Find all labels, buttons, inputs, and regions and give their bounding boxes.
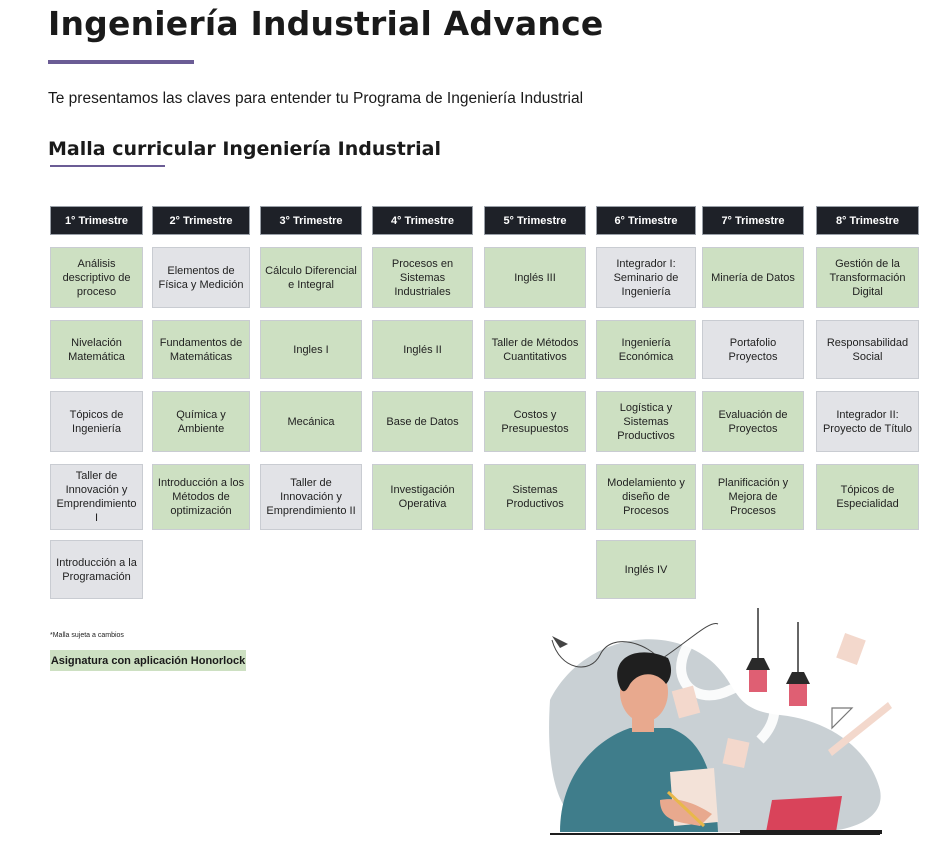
term-header-6: 6° Trimestre xyxy=(596,206,696,235)
pencil-icon xyxy=(666,790,706,828)
term-header-1: 1° Trimestre xyxy=(50,206,143,235)
course-cell: Logística y Sistemas Productivos xyxy=(596,391,696,452)
course-cell: Modelamiento y diseño de Procesos xyxy=(596,464,696,530)
paper-icon xyxy=(722,737,750,769)
course-cell: Introducción a la Programación xyxy=(50,540,143,599)
lamp-icon xyxy=(786,672,810,684)
term-header-7: 7° Trimestre xyxy=(702,206,804,235)
swirl-line xyxy=(676,626,780,744)
course-cell: Sistemas Productivos xyxy=(484,464,586,530)
course-cell: Investigación Operativa xyxy=(372,464,473,530)
triangle-icon xyxy=(831,707,854,730)
section-title: Malla curricular Ingeniería Industrial xyxy=(48,138,441,160)
term-header-3: 3° Trimestre xyxy=(260,206,362,235)
title-underline xyxy=(48,60,194,64)
course-cell: Base de Datos xyxy=(372,391,473,452)
paper-icon xyxy=(836,633,866,665)
laptop-icon xyxy=(766,796,842,832)
course-cell: Cálculo Diferencial e Integral xyxy=(260,247,362,308)
course-cell: Elementos de Física y Medición xyxy=(152,247,250,308)
course-cell: Taller de Métodos Cuantitativos xyxy=(484,320,586,379)
course-cell: Mecánica xyxy=(260,391,362,452)
section-underline xyxy=(50,165,165,167)
course-cell: Ingeniería Económica xyxy=(596,320,696,379)
course-cell: Portafolio Proyectos xyxy=(702,320,804,379)
course-cell: Fundamentos de Matemáticas xyxy=(152,320,250,379)
course-cell: Integrador II: Proyecto de Título xyxy=(816,391,919,452)
course-cell: Procesos en Sistemas Industriales xyxy=(372,247,473,308)
course-cell: Introducción a los Métodos de optimizaci… xyxy=(152,464,250,530)
student-studying-illustration xyxy=(549,608,892,835)
page-title: Ingeniería Industrial Advance xyxy=(48,4,604,43)
course-cell: Minería de Datos xyxy=(702,247,804,308)
term-header-5: 5° Trimestre xyxy=(484,206,586,235)
course-cell: Evaluación de Proyectos xyxy=(702,391,804,452)
course-cell: Integrador I: Seminario de Ingeniería xyxy=(596,247,696,308)
term-header-2: 2° Trimestre xyxy=(152,206,250,235)
ruler-icon xyxy=(828,702,892,756)
squiggle-line xyxy=(551,623,719,668)
course-cell: Responsabilidad Social xyxy=(816,320,919,379)
term-header-4: 4° Trimestre xyxy=(372,206,473,235)
course-cell: Nivelación Matemática xyxy=(50,320,143,379)
course-cell: Química y Ambiente xyxy=(152,391,250,452)
course-cell: Taller de Innovación y Emprendimiento II xyxy=(260,464,362,530)
course-cell: Inglés IV xyxy=(596,540,696,599)
course-cell: Inglés II xyxy=(372,320,473,379)
footnote: *Malla sujeta a cambios xyxy=(50,632,124,639)
course-cell: Planificación y Mejora de Procesos xyxy=(702,464,804,530)
course-cell: Ingles I xyxy=(260,320,362,379)
course-cell: Análisis descriptivo de proceso xyxy=(50,247,143,308)
course-cell: Gestión de la Transformación Digital xyxy=(816,247,919,308)
course-cell: Inglés III xyxy=(484,247,586,308)
lamp-icon xyxy=(746,658,770,670)
paper-icon xyxy=(671,685,701,719)
course-cell: Tópicos de Ingeniería xyxy=(50,391,143,452)
intro-text: Te presentamos las claves para entender … xyxy=(48,90,584,107)
course-cell: Taller de Innovación y Emprendimiento I xyxy=(50,464,143,530)
course-cell: Costos y Presupuestos xyxy=(484,391,586,452)
term-header-8: 8° Trimestre xyxy=(816,206,919,235)
course-cell: Tópicos de Especialidad xyxy=(816,464,919,530)
pen-icon xyxy=(552,636,568,648)
person-hair xyxy=(617,652,672,692)
honorlock-legend: Asignatura con aplicación Honorlock xyxy=(50,650,246,671)
